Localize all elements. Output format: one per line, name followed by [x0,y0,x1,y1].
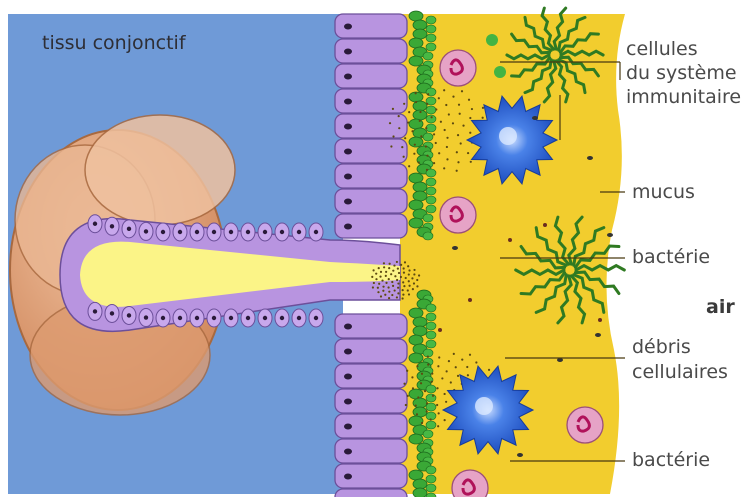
label-bacteria-top: bactérie [632,246,710,268]
label-immune-cells-line1: cellules [626,38,698,60]
label-debris-line1: débris [632,336,691,358]
label-debris-line2: cellulaires [632,361,728,383]
label-bacteria-bottom: bactérie [632,449,710,471]
label-immune-cells-line3: immunitaire [626,86,741,108]
label-connective-tissue: tissu conjonctif [42,32,186,54]
label-air: air [706,296,735,318]
label-immune-cells-line2: du système [626,62,737,84]
label-mucus: mucus [632,181,695,203]
